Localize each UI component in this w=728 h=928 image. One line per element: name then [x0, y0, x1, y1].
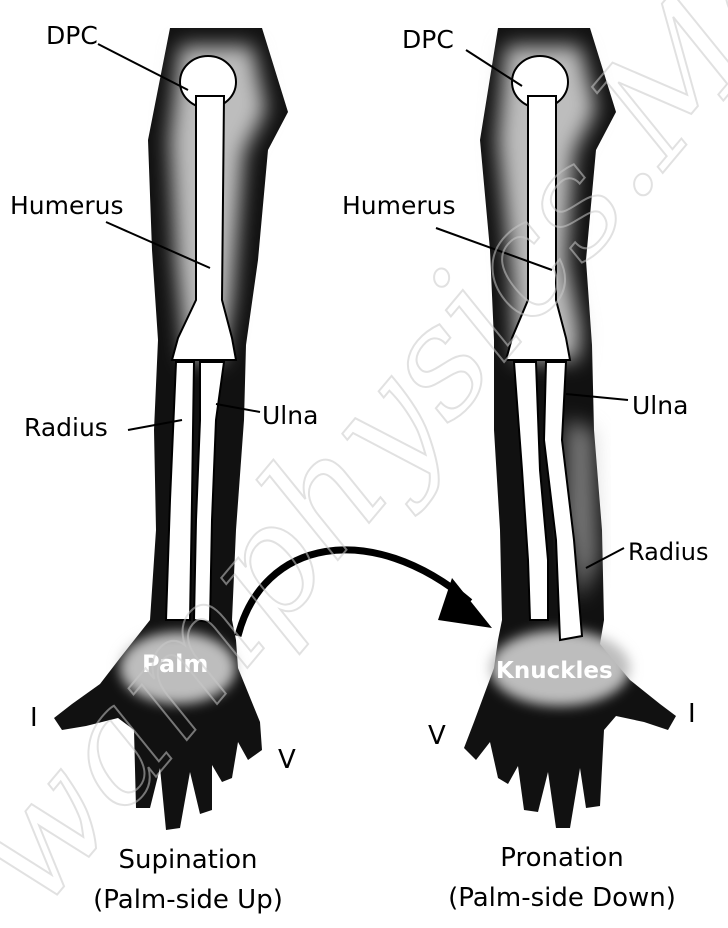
right-digit-one-label: I [688, 699, 696, 729]
right-dpc-label: DPC [402, 25, 454, 54]
right-digit-five-label: V [428, 721, 446, 751]
right-ulna-label: Ulna [632, 391, 688, 420]
left-digit-five-label: V [278, 745, 296, 775]
left-humerus-label: Humerus [10, 191, 124, 220]
right-knuckles-label: Knuckles [496, 658, 613, 684]
left-dpc-label: DPC [46, 21, 98, 50]
right-caption-line2: (Palm-side Down) [448, 883, 676, 913]
right-humerus-label: Humerus [342, 191, 456, 220]
left-radius-label: Radius [24, 413, 108, 442]
right-radius-label: Radius [628, 538, 708, 566]
left-caption-line2: (Palm-side Up) [93, 885, 283, 915]
right-caption-line1: Pronation [500, 843, 623, 873]
